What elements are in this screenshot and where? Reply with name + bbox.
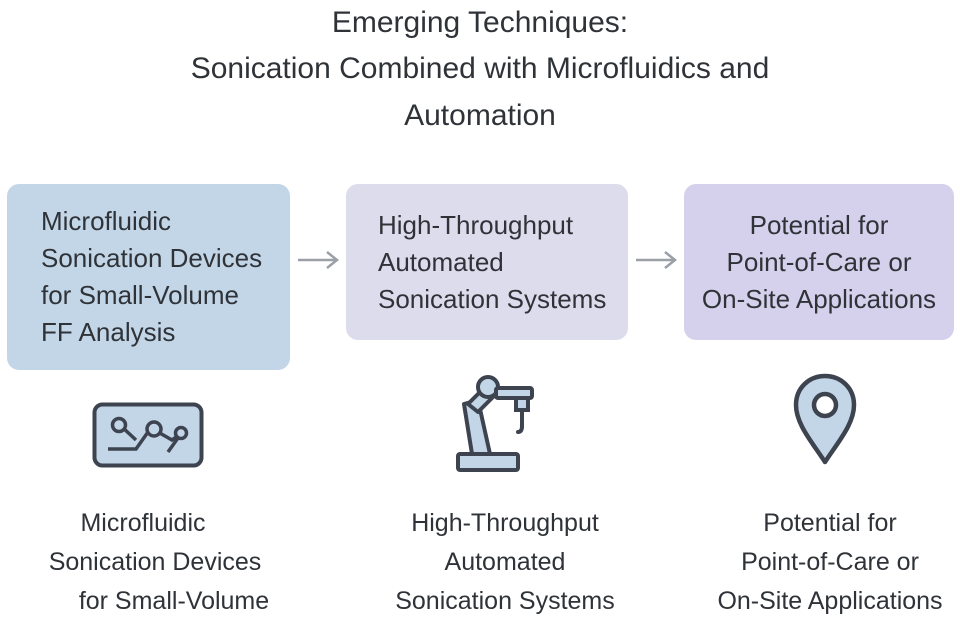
step-box-text: On-Site Applications [701,283,937,314]
step-box-text: High-Throughput [378,209,574,240]
caption-text: Point-of-Care or [741,548,919,576]
step-box-text: FF Analysis [41,317,176,347]
caption-text: Microfluidic [80,509,206,537]
flow-arrow-icon [636,251,678,269]
step-box-microfluidic: Microfluidic Sonication Devices for Smal… [7,184,290,370]
step-box-text: Sonication Devices [41,243,263,273]
title-line-2: Sonication Combined with Microfluidics a… [190,52,770,85]
step-box-text: Microfluidic [41,206,172,236]
step-box-text: Sonication Systems [378,283,607,314]
caption-text: Sonication Devices [48,548,262,576]
step-box-text: for Small-Volume [41,280,239,310]
step-box-text: Potential for [749,209,889,240]
caption-microfluidic: Microfluidic Sonication Devices for Smal… [30,504,280,621]
caption-text: Sonication Systems [395,587,615,615]
step-box-automated: High-Throughput Automated Sonication Sys… [346,184,628,340]
robotic-arm-icon [456,375,534,472]
title-line-3: Automation [404,99,556,132]
step-box-text: Automated [378,246,504,277]
caption-text: for Small-Volume [78,587,270,615]
microfluidic-chip-icon [92,402,204,468]
flow-arrow-icon [298,251,340,269]
caption-text: On-Site Applications [717,587,943,615]
caption-text: High-Throughput [411,509,599,537]
title-line-1: Emerging Techniques: [331,6,629,39]
caption-automated: High-Throughput Automated Sonication Sys… [380,504,630,621]
caption-text: Potential for [763,509,897,537]
step-box-text: Point-of-Care or [726,246,912,277]
caption-point-of-care: Potential for Point-of-Care or On-Site A… [700,504,960,621]
location-pin-icon [793,373,857,465]
caption-text: Automated [444,548,566,576]
step-box-point-of-care: Potential for Point-of-Care or On-Site A… [684,184,954,340]
